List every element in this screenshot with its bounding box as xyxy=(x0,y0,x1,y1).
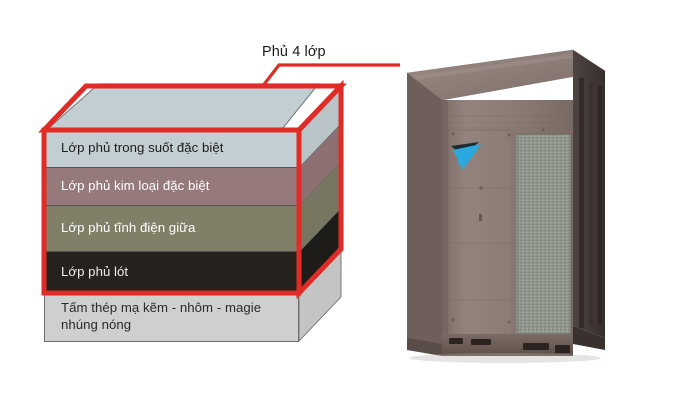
daikin-outdoor-unit-photo xyxy=(393,38,618,363)
outdoor-unit-illustration xyxy=(406,49,606,363)
coating-block: Lớp phủ trong suốt đặc biệt Lớp phủ kim … xyxy=(33,78,347,368)
layer-label: Lớp phủ tĩnh điện giữa xyxy=(61,220,196,236)
layer-metallic-coat: Lớp phủ kim loại đặc biệt xyxy=(45,168,298,206)
layer-label: Lớp phủ trong suốt đặc biệt xyxy=(61,140,224,156)
layer-label: Lớp phủ kim loại đặc biệt xyxy=(61,178,210,194)
layer-label: Lớp phủ lót xyxy=(61,263,129,279)
layer-primer-coat: Lớp phủ lót xyxy=(45,252,298,293)
block-side-faces xyxy=(298,84,342,343)
callout-label: Phủ 4 lớp xyxy=(262,44,326,60)
layer-stack: Lớp phủ trong suốt đặc biệt Lớp phủ kim … xyxy=(44,130,299,342)
layer-electrostatic-coat: Lớp phủ tĩnh điện giữa xyxy=(45,206,298,252)
layer-clear-coat: Lớp phủ trong suốt đặc biệt xyxy=(45,130,298,168)
daikin-logo-icon xyxy=(451,142,481,170)
callout-leader-line xyxy=(260,63,400,88)
block-top-face xyxy=(47,83,320,129)
layer-label: Tấm thép mạ kẽm - nhôm - magie nhúng nón… xyxy=(61,300,262,332)
layer-base-steel-sheet: Tấm thép mạ kẽm - nhôm - magie nhúng nón… xyxy=(45,293,298,341)
